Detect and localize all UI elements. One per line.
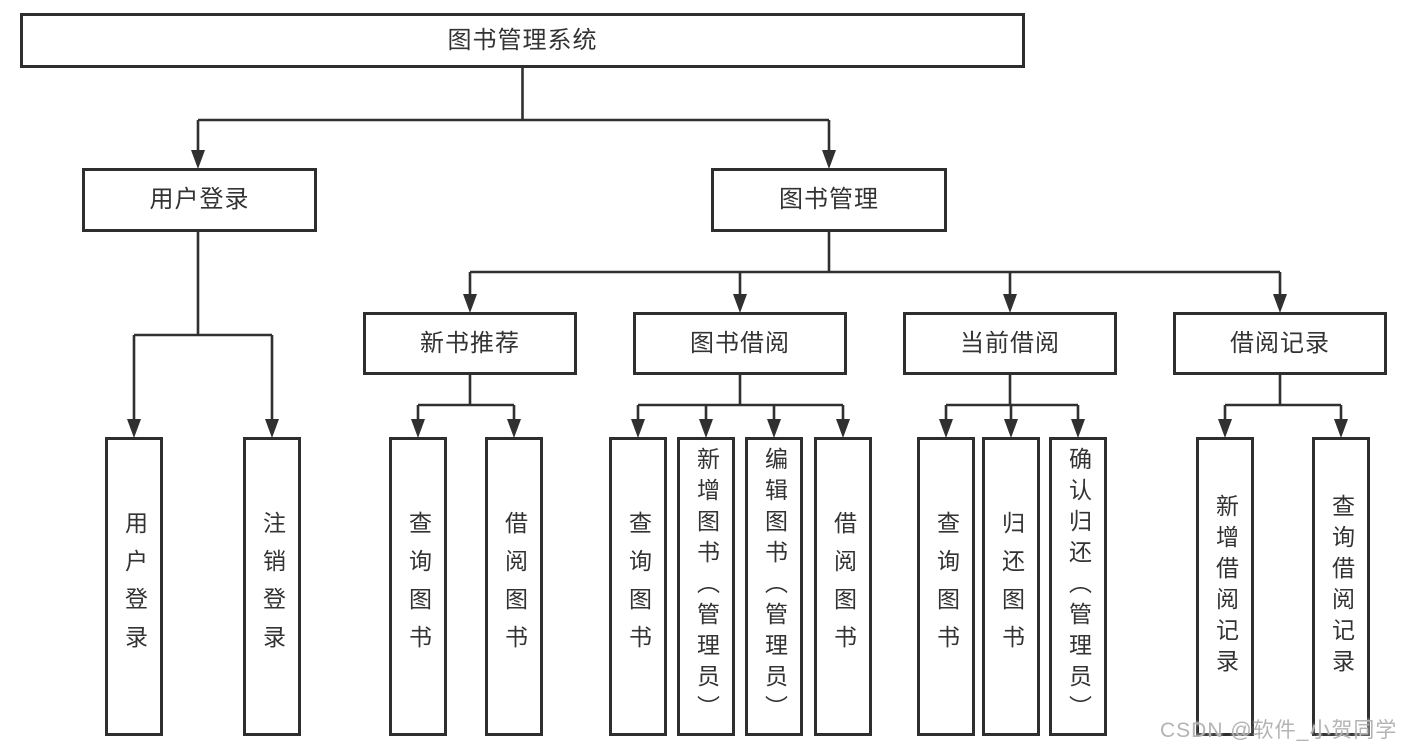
leaf-query-borrow-record: 查询借阅记录: [1312, 437, 1370, 736]
arrowhead-icon: [822, 150, 836, 169]
edge-records-to-leaves: [1223, 375, 1343, 421]
edge-recommend-to-leaves: [416, 375, 516, 421]
csdn-watermark: CSDN @软件_小贺同学: [1160, 719, 1398, 742]
edge-bookmgmt-to-level3: [468, 232, 1282, 296]
arrowhead-icon: [1004, 419, 1018, 438]
node-current-borrowing: 当前借阅: [903, 312, 1117, 375]
node-root-system: 图书管理系统: [20, 13, 1025, 68]
arrowhead-icon: [1218, 419, 1232, 438]
arrowhead-icon: [127, 419, 141, 438]
leaf-return-books: 归还图书: [982, 437, 1040, 736]
leaf-query-books-current: 查询图书: [917, 437, 975, 736]
arrowhead-icon: [767, 419, 781, 438]
edge-current-to-leaves: [944, 375, 1080, 421]
node-book-management: 图书管理: [711, 168, 947, 232]
leaf-add-books-admin: 新增图书（管理员）: [677, 437, 735, 736]
edge-userlogin-to-leaves: [132, 232, 274, 421]
leaf-add-borrow-record: 新增借阅记录: [1196, 437, 1254, 736]
arrowhead-icon: [1003, 294, 1017, 313]
leaf-user-login: 用户登录: [105, 437, 163, 736]
arrowhead-icon: [631, 419, 645, 438]
arrowhead-icon: [1071, 419, 1085, 438]
edge-root-to-level2: [196, 68, 831, 152]
node-user-login: 用户登录: [82, 168, 317, 232]
leaf-edit-books-admin: 编辑图书（管理员）: [745, 437, 803, 736]
arrowhead-icon: [411, 419, 425, 438]
leaf-query-books-recommend: 查询图书: [389, 437, 447, 736]
leaf-query-books-borrowing: 查询图书: [609, 437, 667, 736]
arrowhead-icon: [699, 419, 713, 438]
leaf-confirm-return-admin: 确认归还（管理员）: [1049, 437, 1107, 736]
arrowhead-icon: [939, 419, 953, 438]
arrowhead-icon: [733, 294, 747, 313]
arrowhead-icon: [507, 419, 521, 438]
arrowhead-icon: [191, 150, 205, 169]
arrowheads: [127, 150, 1348, 438]
node-borrow-records: 借阅记录: [1173, 312, 1387, 375]
arrowhead-icon: [1334, 419, 1348, 438]
arrowhead-icon: [463, 294, 477, 313]
edge-borrowing-to-leaves: [636, 375, 845, 421]
node-new-book-recommend: 新书推荐: [363, 312, 577, 375]
leaf-logout: 注销登录: [243, 437, 301, 736]
arrowhead-icon: [265, 419, 279, 438]
leaf-borrow-books-borrowing: 借阅图书: [814, 437, 872, 736]
node-book-borrowing: 图书借阅: [633, 312, 847, 375]
leaf-borrow-books-recommend: 借阅图书: [485, 437, 543, 736]
arrowhead-icon: [836, 419, 850, 438]
arrowhead-icon: [1273, 294, 1287, 313]
